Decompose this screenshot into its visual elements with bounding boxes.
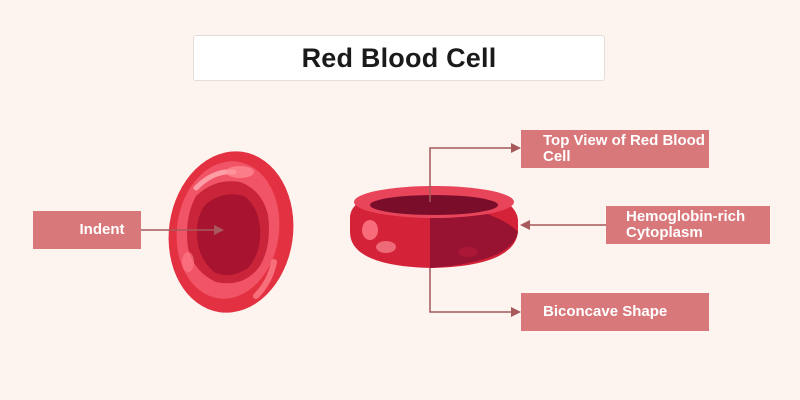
label-indent: Indent — [33, 211, 141, 249]
label-indent-text: Indent — [79, 221, 125, 238]
label-hemoglobin: Hemoglobin-rich Cytoplasm — [606, 206, 770, 244]
arrowhead-biconcave — [511, 307, 521, 317]
connector-top-view — [429, 147, 514, 202]
title-box: Red Blood Cell — [193, 35, 605, 81]
rbc-face-view — [168, 151, 294, 313]
label-biconcave-text: Biconcave Shape — [543, 303, 668, 320]
arrowhead-indent — [214, 225, 224, 235]
label-top-view: Top View of Red Blood Cell — [521, 130, 709, 168]
connector-arrowheads — [214, 143, 530, 317]
arrowhead-top-view — [511, 143, 521, 153]
connector-biconcave — [429, 268, 514, 313]
connector-lines — [141, 147, 606, 313]
rbc-side-view — [350, 186, 518, 268]
label-top-view-text: Top View of Red Blood Cell — [543, 132, 705, 165]
label-hemoglobin-text: Hemoglobin-rich Cytoplasm — [626, 208, 746, 241]
label-biconcave: Biconcave Shape — [521, 293, 709, 331]
diagram-title: Red Blood Cell — [301, 42, 497, 73]
arrowhead-hemoglobin — [520, 220, 530, 230]
